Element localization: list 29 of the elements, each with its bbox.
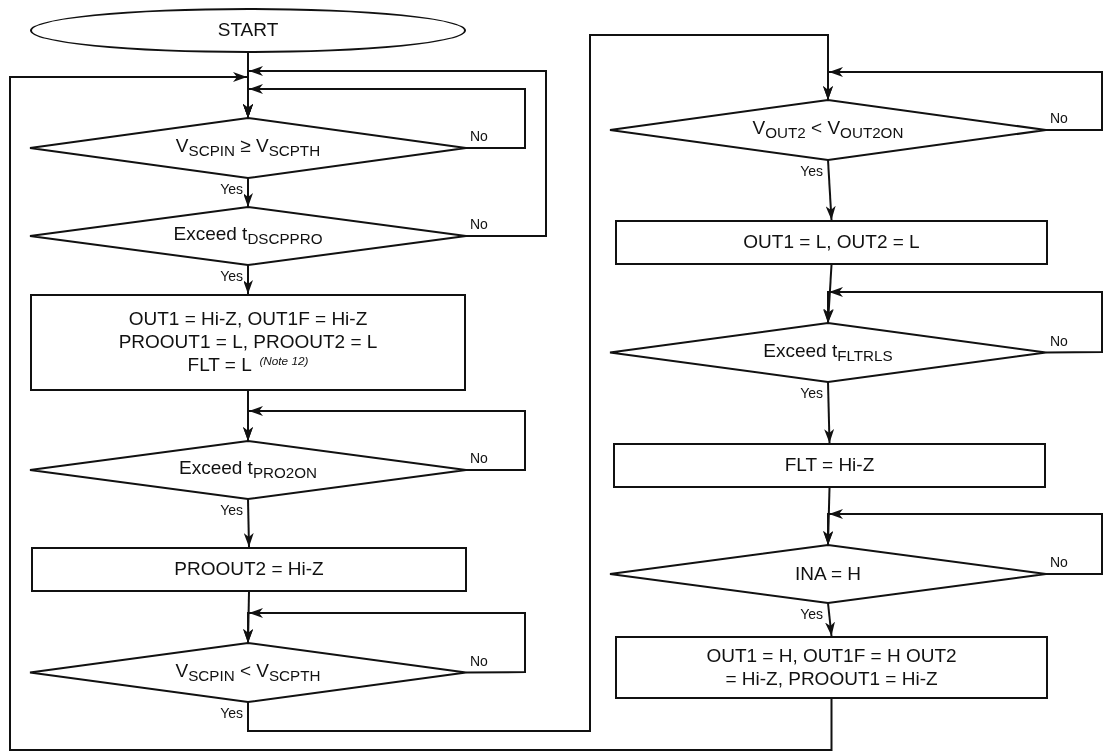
node-text: PROOUT2 = Hi-Z [174, 558, 324, 581]
node-text: V$_{SCPIN}$ ≥ V$_{SCPTH}$ [175, 135, 321, 161]
decision-diamond [30, 643, 466, 702]
decision-diamond [610, 323, 1046, 382]
node-text: V$_{SCPIN}$ < V$_{SCPTH}$ [175, 660, 321, 685]
edge-label: Yes [219, 269, 244, 285]
decision-diamond [30, 118, 466, 178]
node-text: INA = H [795, 562, 861, 586]
process-box [615, 220, 1048, 265]
decision-diamond [610, 100, 1046, 160]
node-text: Exceed t$_{FLTRLS}$ [763, 340, 893, 365]
edge-label: No [1049, 333, 1069, 349]
decision-diamond [610, 545, 1046, 603]
process-box [31, 547, 467, 592]
edge-label: No [469, 653, 489, 669]
decision-diamond [30, 441, 466, 499]
node-text: START [217, 19, 279, 42]
node-text: Exceed t$_{DSCPPRO}$ [173, 223, 323, 249]
node-text: OUT1 = Hi-Z, OUT1F = Hi-Z PROOUT1 = L, PROOUT2 = L FLT = L $^{(Note 12)}$ [117, 308, 379, 377]
node-text: FLT = Hi-Z [784, 454, 875, 477]
edge-label: Yes [219, 182, 244, 198]
node-text: OUT1 = L, OUT2 = L [743, 231, 920, 254]
node-text: Exceed t$_{PRO2ON}$ [178, 457, 318, 483]
decision-diamond [30, 207, 466, 265]
process-box [30, 294, 466, 391]
node-text: OUT1 = H, OUT1F = H OUT2 = Hi-Z, PROOUT1 = Hi-Z [705, 644, 958, 691]
process-box [615, 636, 1048, 699]
node-text: V$_{OUT2}$ < V$_{OUT2ON}$ [752, 117, 904, 143]
process-box [613, 443, 1046, 488]
